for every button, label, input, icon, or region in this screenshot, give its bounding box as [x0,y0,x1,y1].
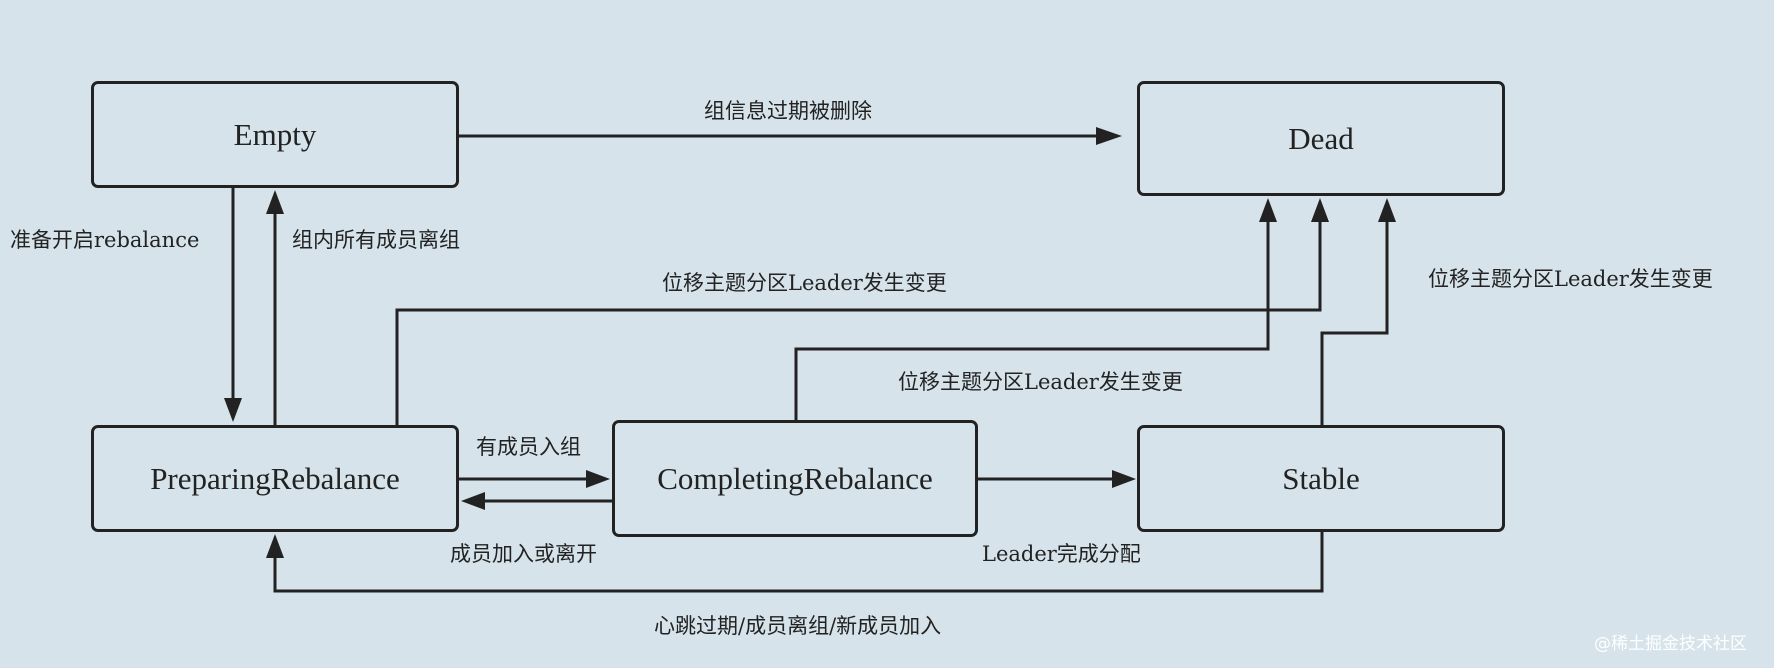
state-empty: Empty [91,81,459,188]
state-stable: Stable [1137,425,1505,532]
arrow-stable-to-preparing [273,532,1324,593]
arrow-stable-to-dead [1320,220,1389,425]
label-completing-to-stable: Leader完成分配 [982,542,1141,566]
state-preparing-rebalance: PreparingRebalance [91,425,459,532]
label-completing-to-preparing: 成员加入或离开 [450,542,597,566]
label-preparing-to-dead: 位移主题分区Leader发生变更 [662,271,947,295]
arrow-preparing-to-dead [395,220,1322,425]
label-empty-to-preparing: 准备开启rebalance [10,228,200,252]
state-completing-rebalance: CompletingRebalance [612,420,978,537]
label-empty-to-dead: 组信息过期被删除 [704,99,872,123]
label-stable-to-dead: 位移主题分区Leader发生变更 [1428,267,1713,291]
label-preparing-to-empty: 组内所有成员离组 [292,228,460,252]
state-dead: Dead [1137,81,1505,196]
label-preparing-to-completing: 有成员入组 [476,435,581,459]
label-completing-to-dead: 位移主题分区Leader发生变更 [898,370,1183,394]
arrow-completing-to-dead [794,220,1270,420]
label-stable-to-preparing: 心跳过期/成员离组/新成员加入 [654,614,942,638]
watermark: @稀土掘金技术社区 [1594,634,1747,654]
